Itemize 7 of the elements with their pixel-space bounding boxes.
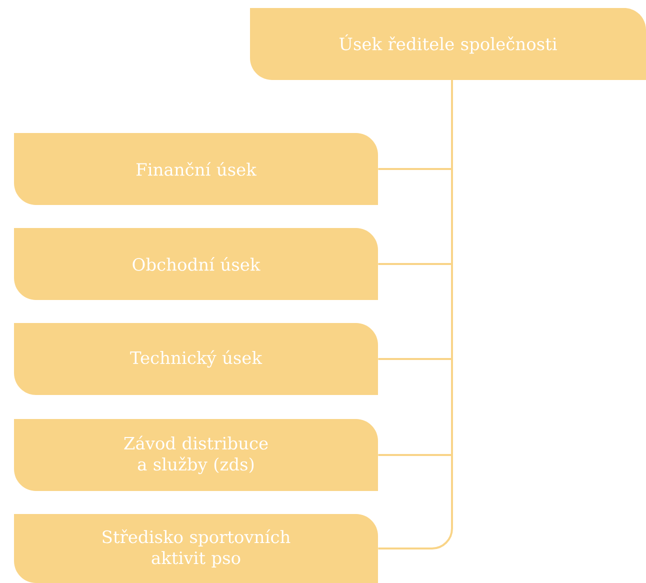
org-box: Úsek ředitele společnosti <box>250 8 646 80</box>
org-box: Středisko sportovních aktivit pso <box>14 514 378 583</box>
org-box: Technický úsek <box>14 323 378 395</box>
org-box: Obchodní úsek <box>14 228 378 300</box>
org-box: Finanční úsek <box>14 133 378 205</box>
connector-line <box>378 80 453 550</box>
org-box: Závod distribuce a služby (zds) <box>14 418 378 491</box>
